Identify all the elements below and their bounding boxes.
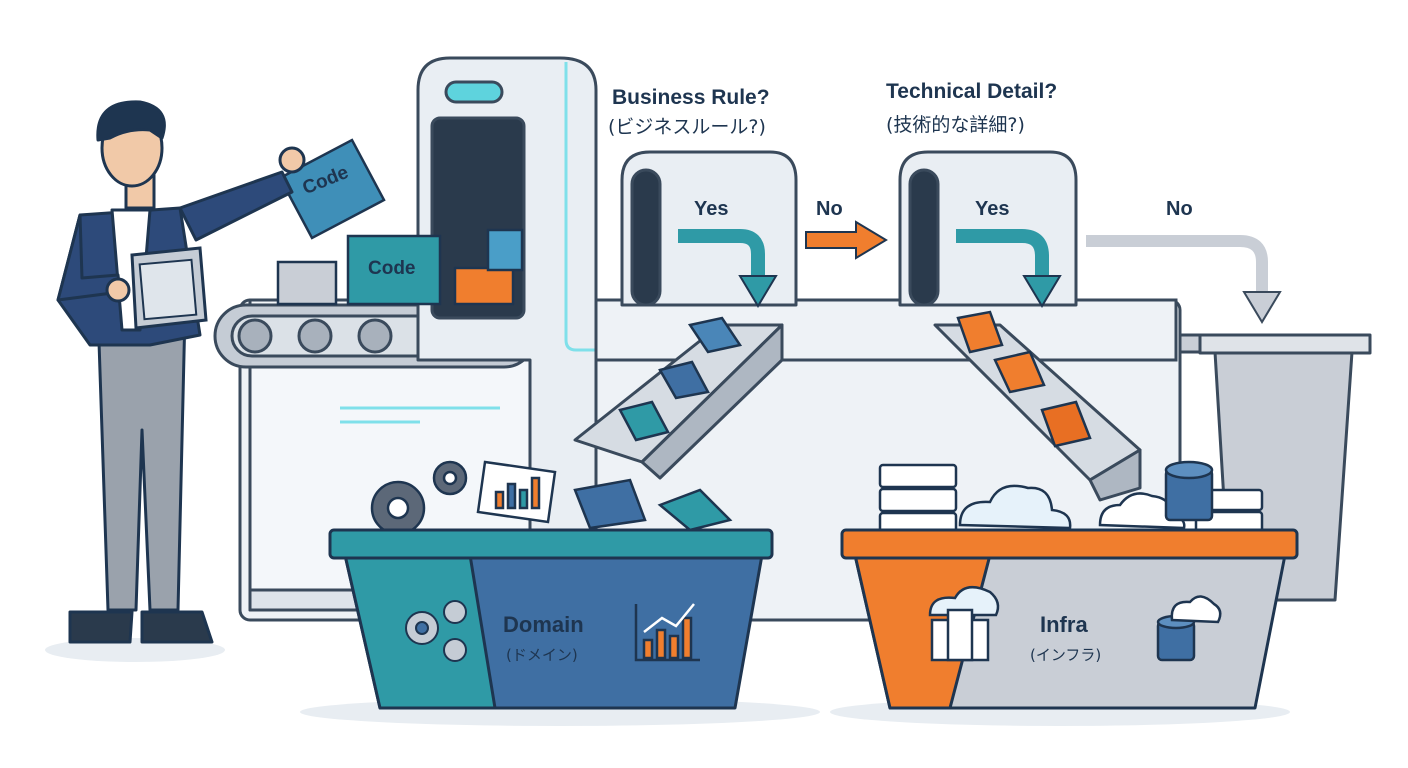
gear-icon [370,460,468,536]
domain-cubes [573,316,743,532]
no-arrow-2 [1086,235,1268,292]
database-icon [1164,460,1214,522]
cloud-icon [958,484,1186,530]
question-business-rule-ja: (ビジネスルール?) [608,116,766,138]
infra-bin-label-ja: (インフラ) [1030,646,1102,664]
machine-top-panel [594,298,1178,362]
infra-bin [840,528,1299,710]
answer-no-2: No [1166,198,1193,220]
infra-bin-label: Infra [1040,612,1088,637]
tablet-screen [138,258,198,321]
answer-yes-1: Yes [694,198,729,220]
domain-bin-label: Domain [503,612,584,637]
domain-bin [328,528,774,710]
belt-box-label: Code [368,258,416,279]
no-arrow-2-head [1242,291,1282,324]
held-code-box [278,138,386,240]
answer-yes-2: Yes [975,198,1010,220]
person-shadow [45,638,225,662]
infra-bin-server-icon [928,585,1000,662]
belt-boxes [276,228,524,306]
question-technical-detail: Technical Detail? [886,80,1058,103]
no-arrow-1 [805,220,888,260]
bar-chart-icon [476,460,557,524]
domain-bin-label-ja: (ドメイン) [506,646,578,664]
domain-bin-gear-icon [405,600,467,662]
person [56,100,306,644]
question-business-rule: Business Rule? [612,86,770,109]
yes-arrow-2-head [1022,275,1062,308]
domain-bin-chart-icon [634,603,700,662]
infra-cubes [956,310,1092,448]
gate-technical-detail [898,150,1078,307]
answer-no-1: No [816,198,843,220]
yes-arrow-1 [678,229,765,278]
yes-arrow-2 [956,229,1049,278]
question-technical-detail-ja: (技術的な詳細?) [886,114,1025,136]
infra-bin-database-icon [1156,595,1222,662]
yes-arrow-1-head [738,275,778,308]
